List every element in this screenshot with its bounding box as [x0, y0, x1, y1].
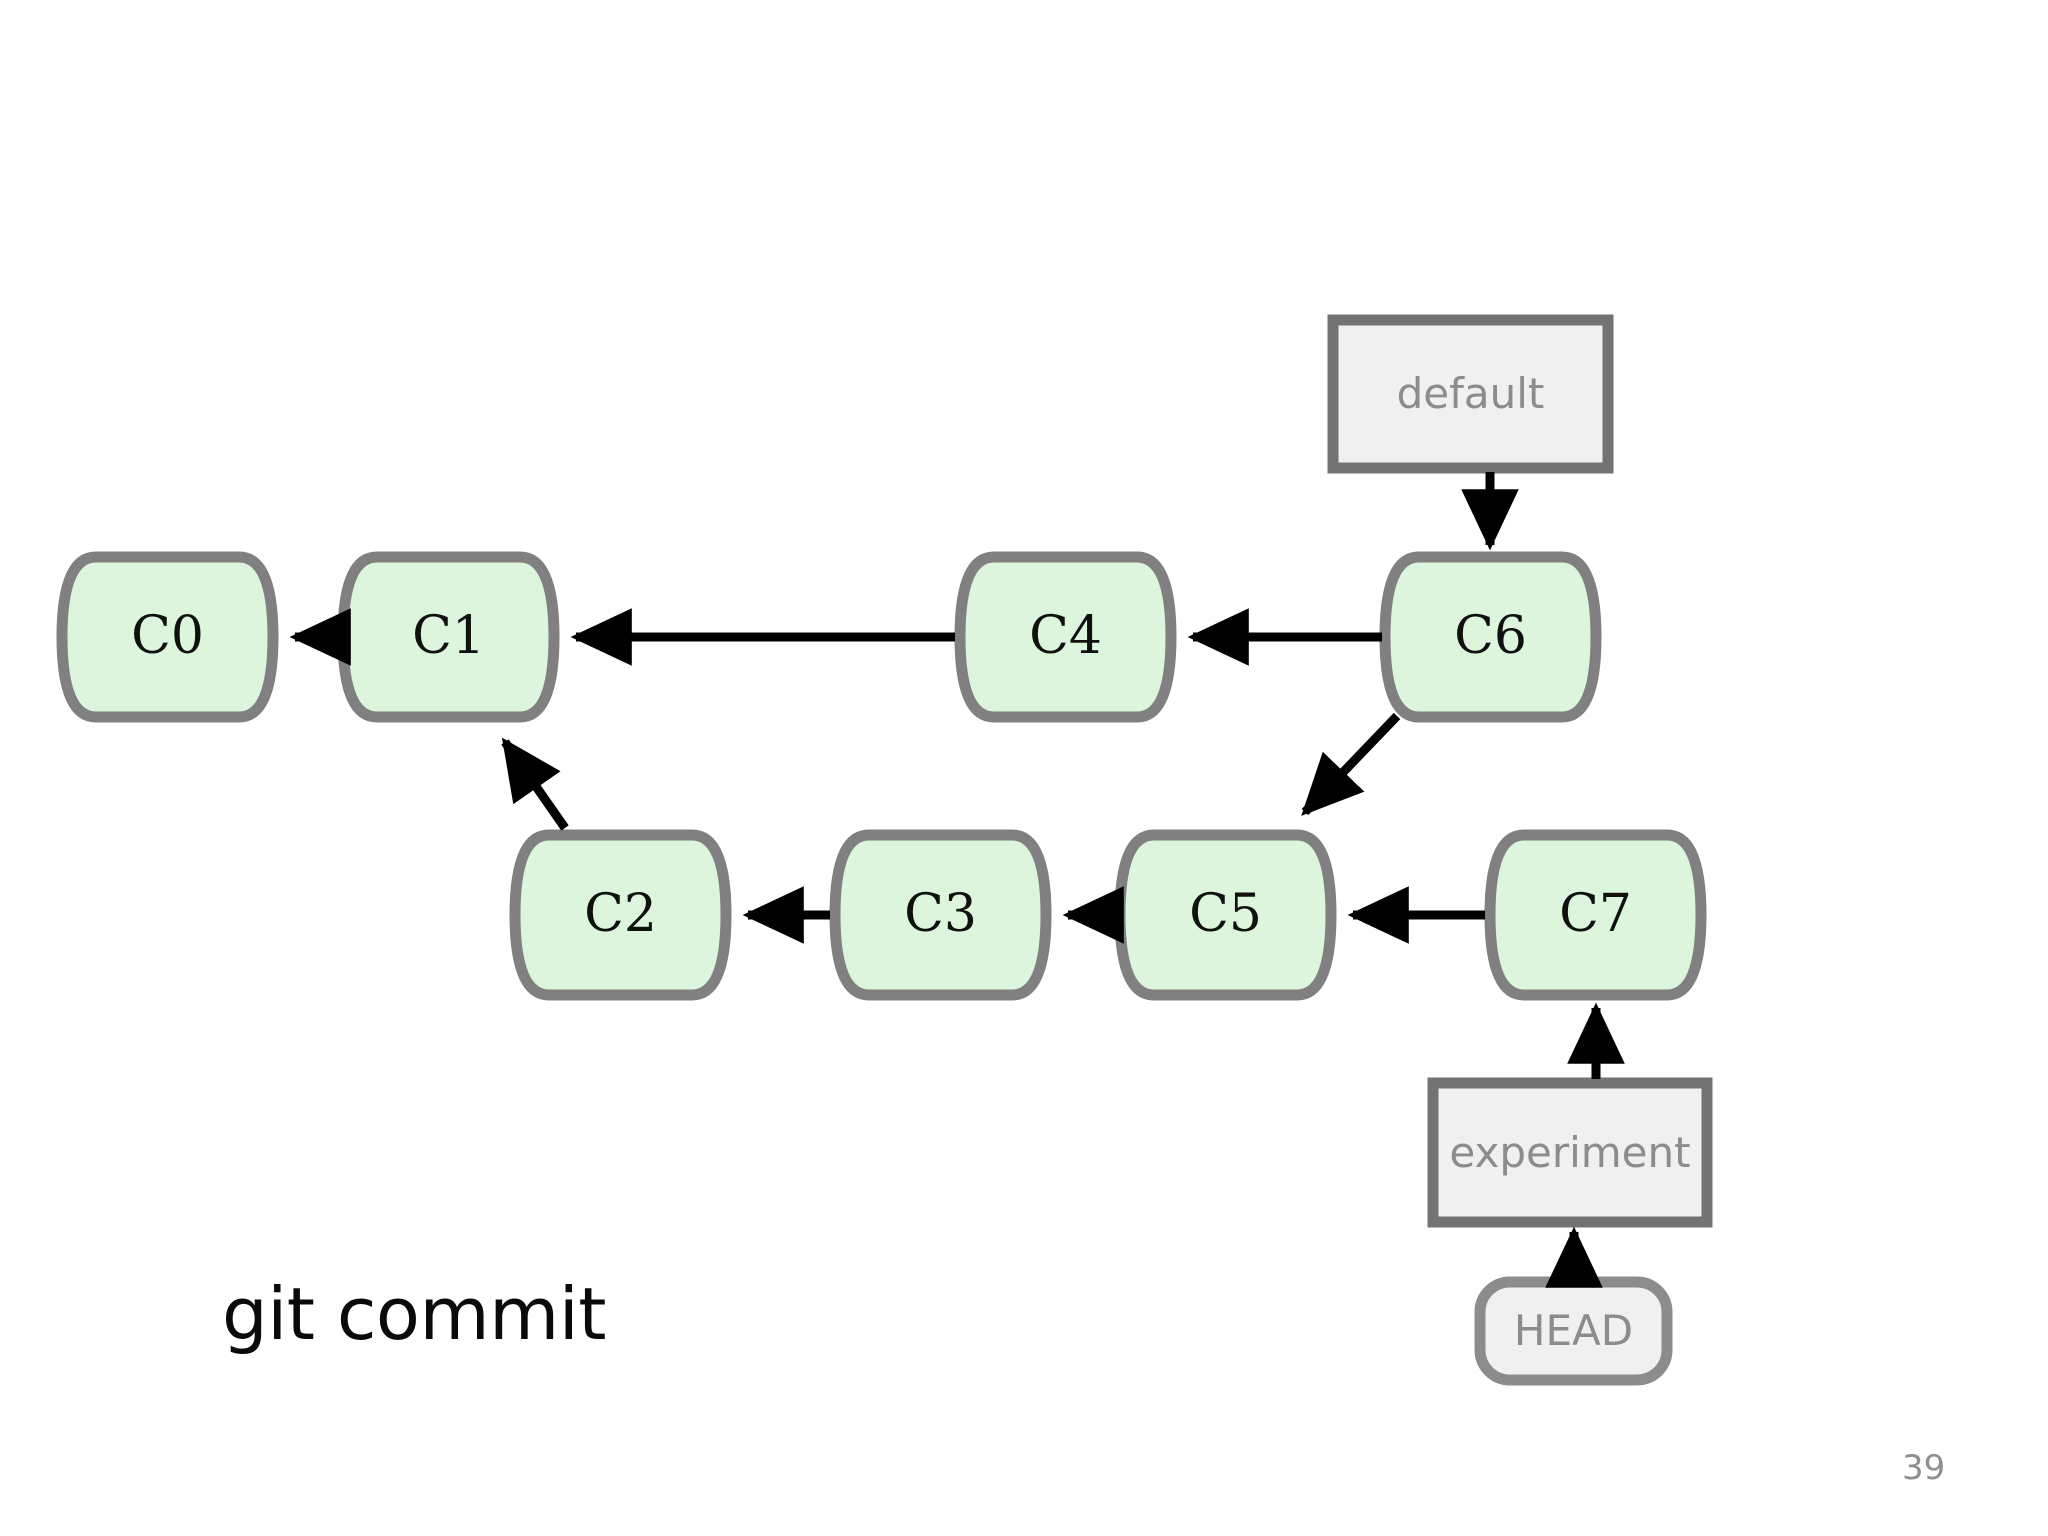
ref-box-head[interactable]: [1474, 1276, 1673, 1386]
commit-node-c6[interactable]: [1379, 551, 1602, 723]
slide-caption: git commit: [222, 1272, 606, 1356]
commit-node-c1[interactable]: [337, 551, 560, 723]
ref-box-experiment[interactable]: [1427, 1077, 1713, 1228]
ref-box-default[interactable]: [1327, 314, 1614, 474]
edge-c6-to-c5: [1301, 712, 1401, 816]
commit-node-c4[interactable]: [954, 551, 1177, 723]
page-number: 39: [1902, 1448, 1946, 1488]
commit-node-c5[interactable]: [1114, 829, 1337, 1001]
edge-c2-to-c1: [501, 737, 569, 831]
commit-node-c2[interactable]: [509, 829, 732, 1001]
commit-node-c3[interactable]: [829, 829, 1052, 1001]
commit-node-c0[interactable]: [56, 551, 279, 723]
commit-node-c7[interactable]: [1484, 829, 1707, 1001]
